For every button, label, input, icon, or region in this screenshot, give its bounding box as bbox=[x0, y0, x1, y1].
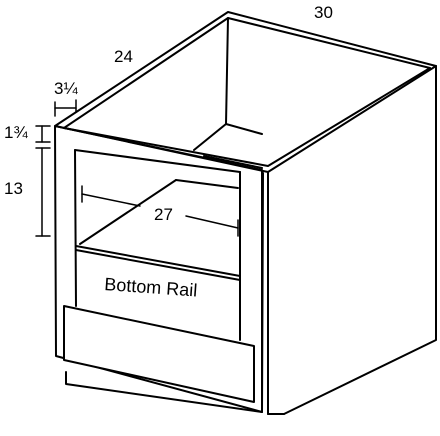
opening-width-dim-right bbox=[185, 215, 239, 229]
dimension-labels: 30 24 3¼ 1¾ 13 27 Bottom Rail bbox=[4, 3, 333, 300]
dimension-lines bbox=[35, 99, 239, 237]
toe-kick bbox=[65, 371, 263, 413]
opening-width-dim-left bbox=[81, 193, 141, 207]
top-rail-label: 1¾ bbox=[4, 123, 28, 142]
opening-width-label: 27 bbox=[154, 205, 173, 224]
side-right-edge bbox=[283, 65, 437, 415]
bottom-rail-lower bbox=[75, 249, 241, 281]
width-dim-label: 30 bbox=[314, 3, 333, 22]
back-floor-right bbox=[225, 123, 263, 135]
top-outer-rim bbox=[54, 11, 437, 173]
depth-dim-label: 24 bbox=[114, 47, 133, 66]
left-stile-inner bbox=[74, 149, 77, 307]
stile-width-label: 3¼ bbox=[54, 79, 78, 98]
face-frame bbox=[54, 125, 263, 413]
cabinet-top bbox=[54, 11, 437, 173]
top-rail-bottom bbox=[74, 149, 241, 173]
side-panel bbox=[261, 65, 437, 415]
back-floor-left bbox=[193, 123, 227, 151]
cavity-floor bbox=[175, 179, 239, 189]
opening-bottom bbox=[75, 245, 241, 277]
opening-height-label: 13 bbox=[4, 179, 23, 198]
back-inner-edge bbox=[225, 17, 229, 125]
bottom-rail-label: Bottom Rail bbox=[104, 274, 198, 300]
top-inner-rim bbox=[63, 17, 431, 167]
cavity-back-line bbox=[79, 179, 177, 245]
floor-front bbox=[203, 155, 263, 169]
drawer-front bbox=[63, 305, 255, 403]
